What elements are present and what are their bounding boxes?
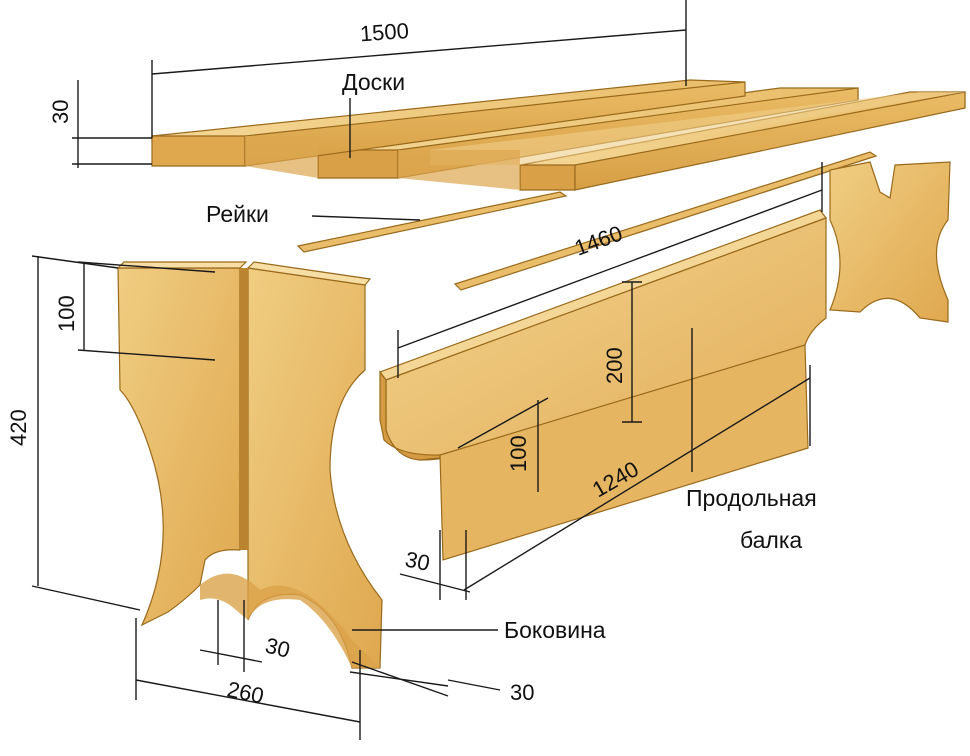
dimension-lines xyxy=(31,0,823,740)
dim-side-slot: 30 xyxy=(263,633,293,663)
label-slats: Рейки xyxy=(206,201,269,227)
leader-lines xyxy=(311,98,693,631)
label-boards: Доски xyxy=(342,69,405,95)
label-beam-line2: балка xyxy=(740,527,802,553)
dim-side-width: 260 xyxy=(225,676,266,708)
dim-beam-height: 200 xyxy=(602,347,627,384)
dim-side-notch: 100 xyxy=(54,295,79,332)
dim-beam-lower-height: 100 xyxy=(506,435,531,472)
dim-board-thickness: 30 xyxy=(48,100,73,124)
side-panel-far xyxy=(829,161,951,323)
seat-board-3 xyxy=(519,91,966,191)
label-side: Боковина xyxy=(504,617,606,643)
dim-slat-length: 1460 xyxy=(571,220,626,260)
dim-side-height: 420 xyxy=(6,409,31,446)
slats xyxy=(296,151,878,291)
label-beam-line1: Продольная xyxy=(686,485,817,511)
slat-2 xyxy=(453,151,878,291)
slat-1 xyxy=(296,191,568,253)
dim-side-thickness: 30 xyxy=(510,680,534,705)
dim-board-length: 1500 xyxy=(359,18,410,46)
longitudinal-beam xyxy=(379,209,827,561)
side-panel-near xyxy=(116,261,383,669)
seat-boards xyxy=(151,79,966,191)
seat-board-1 xyxy=(151,79,746,167)
dim-beam-thickness: 30 xyxy=(403,546,432,576)
